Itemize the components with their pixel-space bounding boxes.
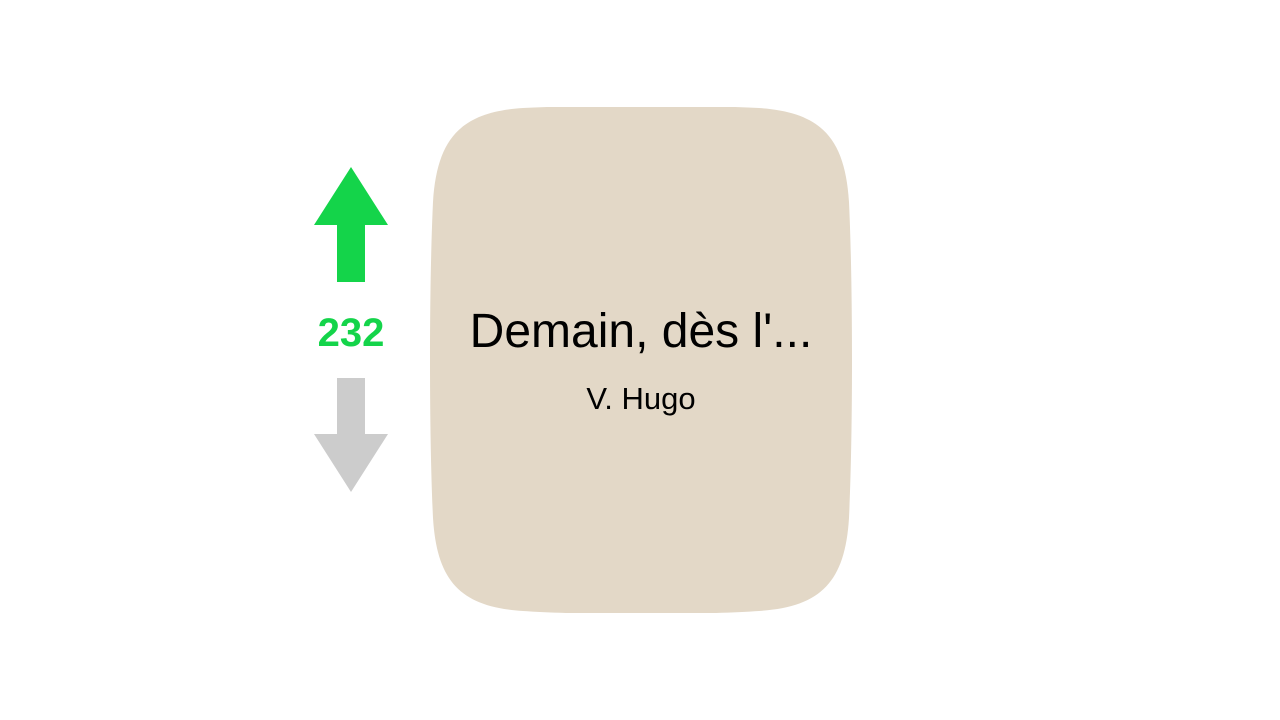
poem-author: V. Hugo [586,381,696,416]
vote-controls: 232 [313,165,389,495]
vote-score: 232 [317,311,385,355]
upvote-button[interactable] [313,165,389,285]
arrow-up-icon [314,167,388,282]
arrow-down-icon [314,378,388,492]
downvote-button[interactable] [313,375,389,495]
poem-title: Demain, dès l'... [469,305,813,358]
card-background [430,107,852,613]
poem-card[interactable]: Demain, dès l'... V. Hugo [428,107,854,613]
